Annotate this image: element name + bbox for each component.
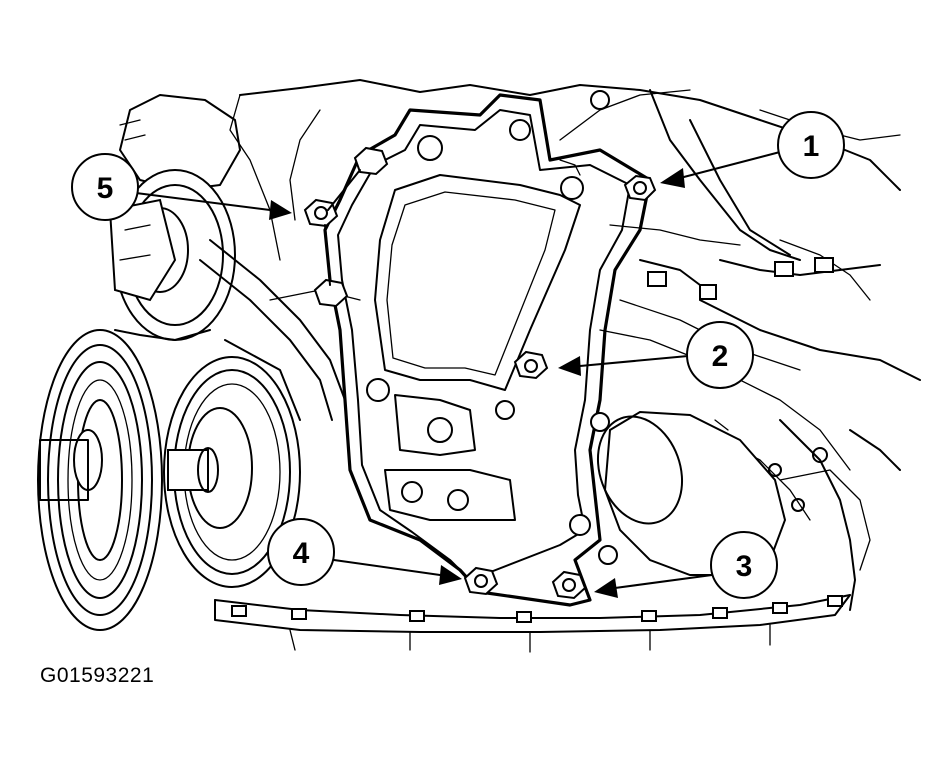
callout-4-label: 4: [293, 537, 310, 570]
callout-3: 3: [710, 531, 778, 599]
other-bolts: [313, 146, 389, 308]
crankshaft-pulley: [163, 356, 301, 588]
power-steering-pulley: [37, 329, 163, 631]
callout-5: 5: [71, 153, 139, 221]
figure-code: G01593221: [40, 664, 155, 687]
callout-3-label: 3: [736, 550, 753, 583]
callout-1: 1: [777, 111, 845, 179]
callout-2-label: 2: [712, 340, 729, 373]
bolt-3: [551, 570, 587, 600]
callout-1-label: 1: [803, 130, 820, 163]
bolt-5: [303, 198, 339, 228]
engine-front-cover: [323, 90, 652, 607]
oil-pan-bolts: [231, 595, 843, 623]
callout-5-label: 5: [97, 172, 114, 205]
callout-2: 2: [686, 321, 754, 389]
bolt-4: [463, 566, 499, 596]
bolt-1: [623, 174, 657, 202]
engine-block-background: [214, 79, 921, 653]
bolt-2: [513, 350, 549, 380]
callout-4: 4: [267, 518, 335, 586]
idler-pulley: [108, 94, 241, 341]
leader-arrows: [135, 151, 781, 598]
sensor-fittings: [647, 257, 834, 300]
